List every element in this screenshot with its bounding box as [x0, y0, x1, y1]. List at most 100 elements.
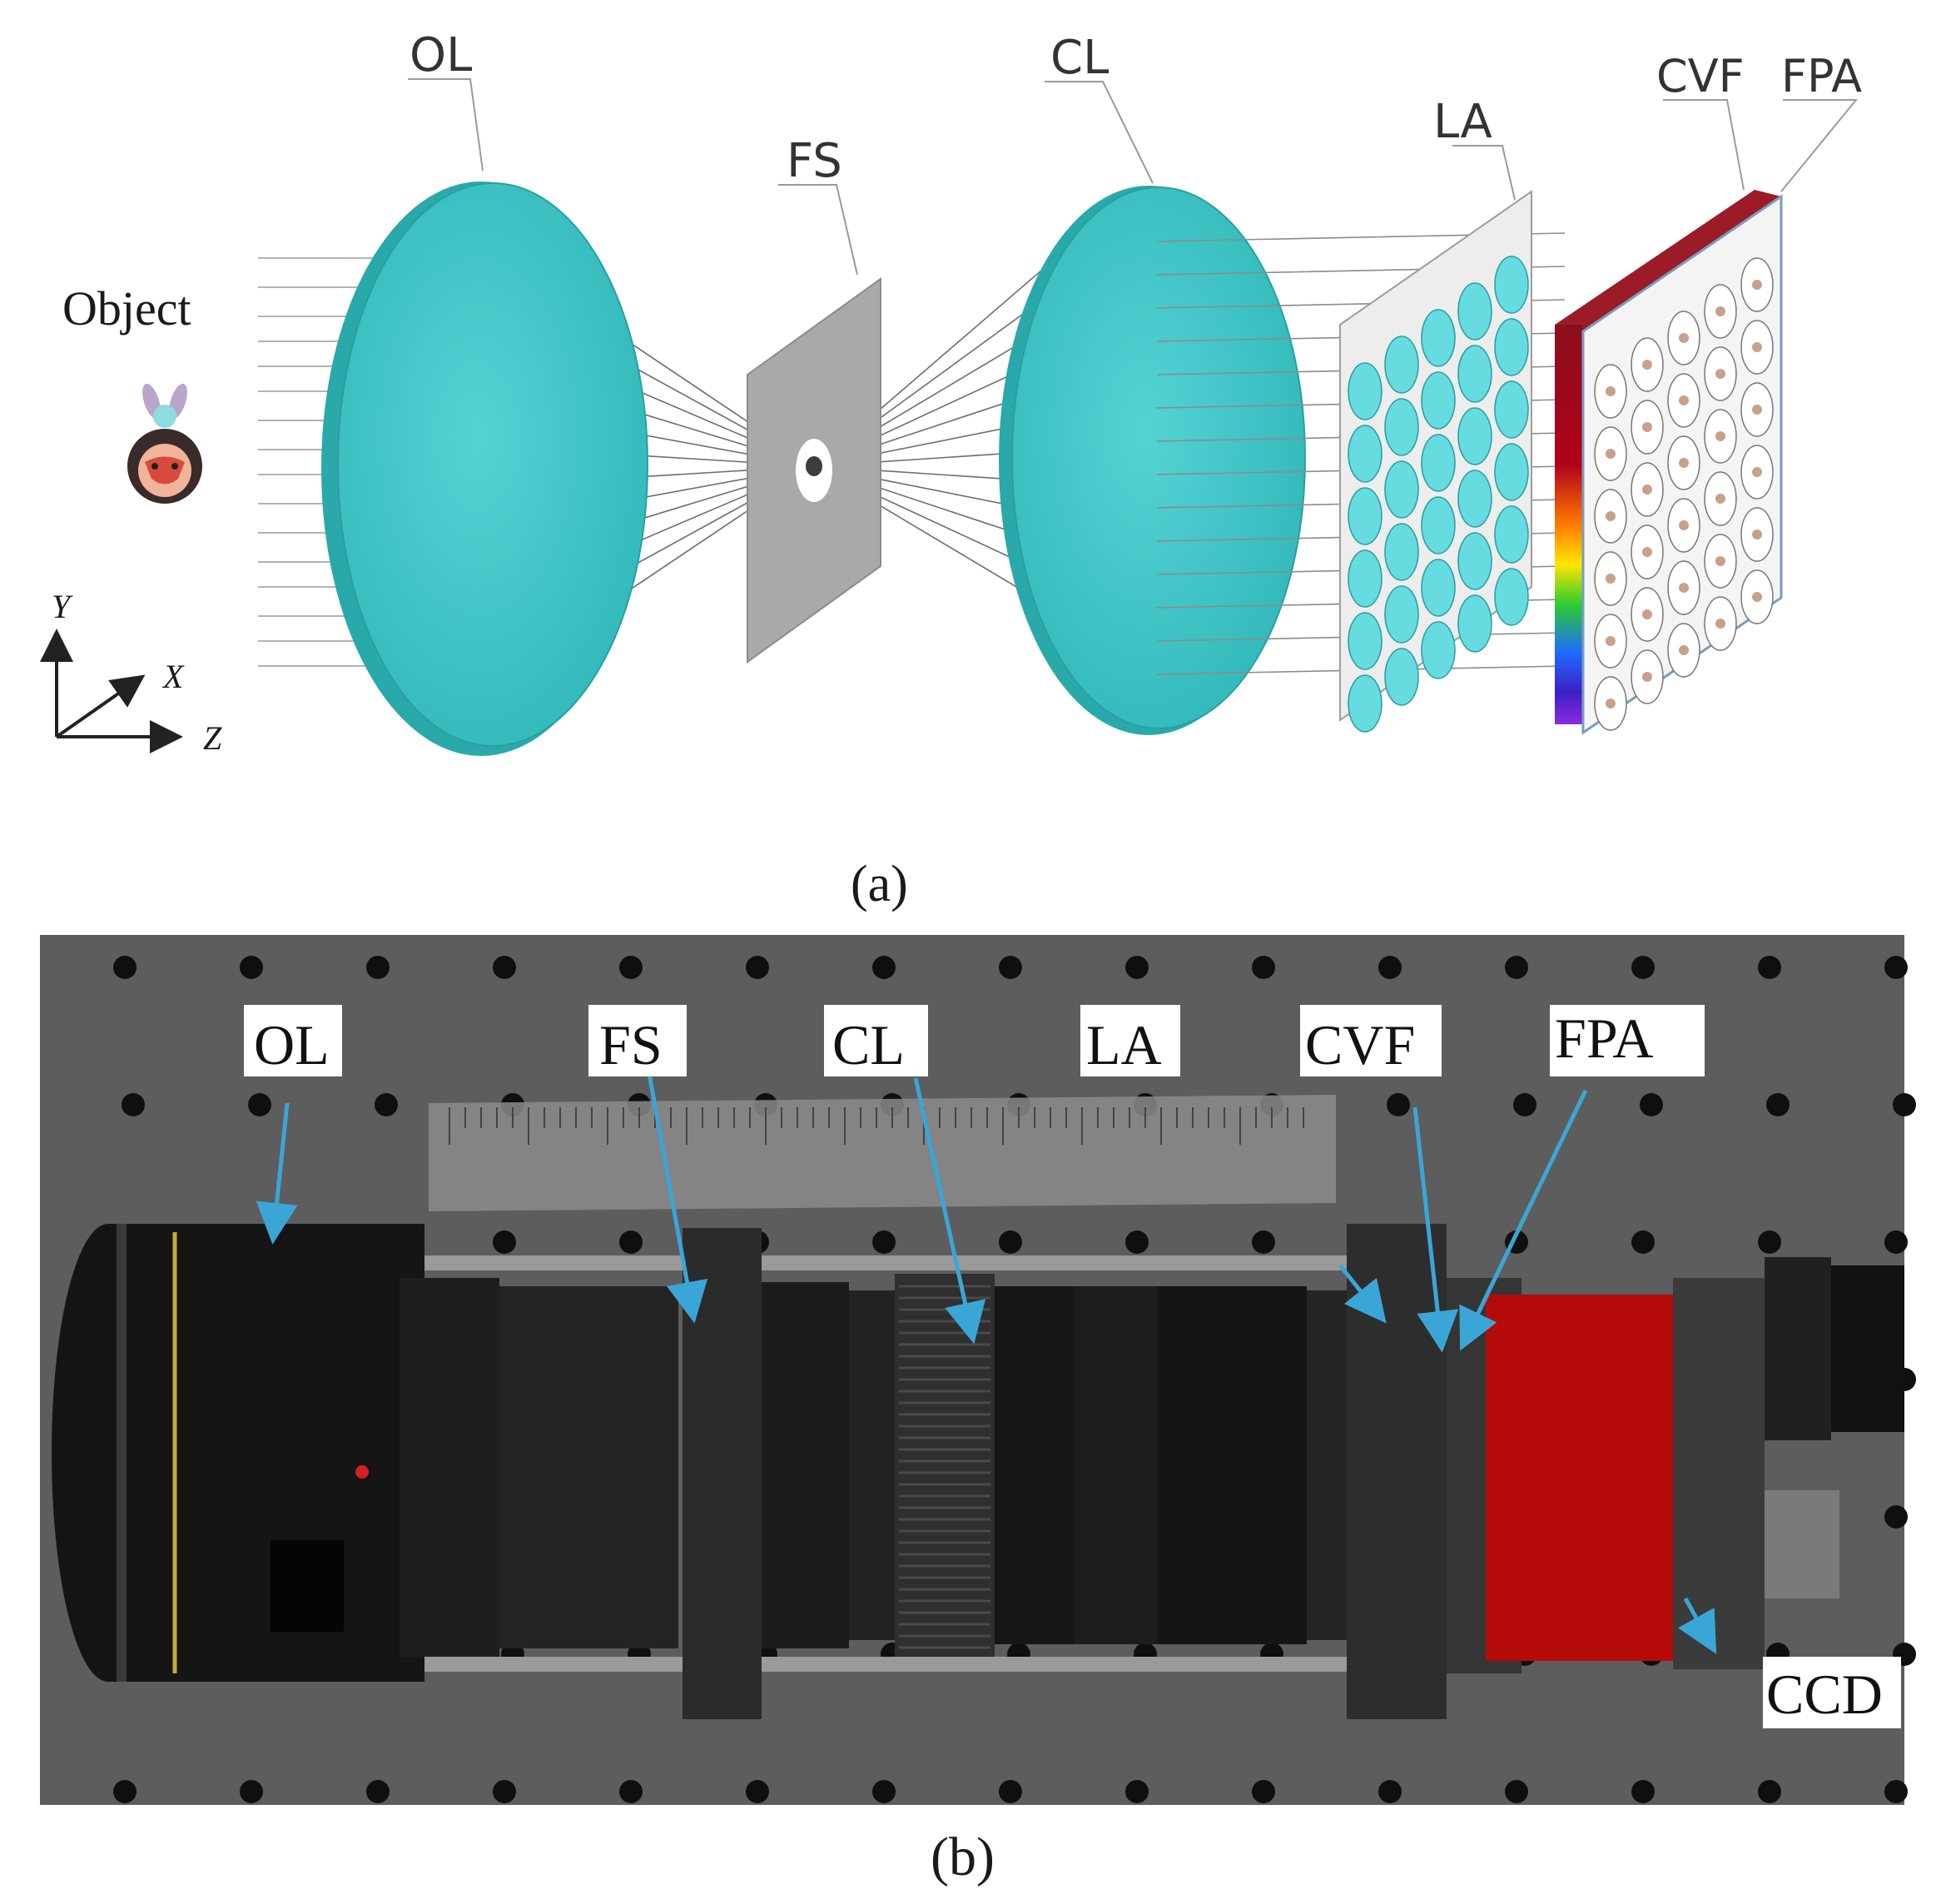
cvf-mount [1347, 1224, 1447, 1719]
plate-hole [1758, 1230, 1781, 1254]
pointer-arrows [256, 1073, 1717, 1654]
plate-hole [248, 1093, 271, 1116]
lenslet [1384, 648, 1419, 706]
photo-label-ccd: CCD [1766, 1663, 1883, 1726]
plate-hole [1758, 956, 1781, 979]
lenslet [1348, 487, 1383, 545]
axis-y-label: Y [52, 588, 73, 625]
lenslet [1348, 425, 1383, 483]
plate-hole [1252, 1780, 1275, 1803]
plate-hole [1505, 956, 1528, 979]
plate-hole [619, 1230, 643, 1254]
fpa-spot [1679, 458, 1689, 468]
fpa-spot [1679, 395, 1689, 405]
plate-hole [113, 956, 137, 979]
fpa-spot [1752, 529, 1762, 539]
lenslet [1384, 460, 1419, 519]
plate-hole [1387, 1093, 1410, 1116]
lenslet [1457, 532, 1492, 590]
fpa-spot [1606, 511, 1616, 521]
lenslet [1421, 371, 1456, 430]
ruler [429, 1095, 1336, 1211]
plate-hole [1252, 1230, 1275, 1254]
fpa-spot [1606, 574, 1616, 584]
rail-bottom [400, 1657, 1382, 1672]
plate-hole [1125, 956, 1149, 979]
photo-label-fpa: FPA [1555, 1007, 1654, 1070]
fpa-spot [1606, 636, 1616, 646]
lenslet [1384, 523, 1419, 581]
fpa-spot [1752, 405, 1762, 415]
fpa-spot [1642, 609, 1652, 619]
plate-hole [375, 1093, 398, 1116]
fpa-spot [1642, 360, 1652, 370]
lenslet [1457, 345, 1492, 403]
plate-hole [1884, 956, 1908, 979]
plate-hole [1125, 1230, 1149, 1254]
plate-hole [113, 1780, 137, 1803]
lenslet [1348, 674, 1383, 733]
plate-hole [1640, 1093, 1663, 1116]
label-ol: OL [410, 28, 472, 82]
lenslet [1421, 621, 1456, 679]
plate-hole [240, 956, 263, 979]
label-object: Object [62, 281, 191, 336]
plate-hole [1758, 1780, 1781, 1803]
plate-hole [240, 1780, 263, 1803]
lenslet [1494, 443, 1529, 501]
collimating-lens-barrel [762, 1274, 1353, 1657]
fpa-spot [1752, 342, 1762, 352]
plate-hole [366, 956, 390, 979]
fpa-spot [1715, 556, 1725, 566]
lenslet [1494, 318, 1529, 376]
fpa-spot [1715, 431, 1725, 441]
system-photo: OL FS CL LA CVF FPA CCD (b) [40, 935, 1916, 1887]
fpa-spot [1752, 592, 1762, 602]
plate-hole [872, 1780, 896, 1803]
photo-label-la: LA [1086, 1013, 1162, 1076]
plate-hole [1884, 1505, 1908, 1529]
circular-variable-filter [1555, 190, 1781, 724]
fpa-spot [1679, 520, 1689, 530]
lenslet [1457, 594, 1492, 653]
plate-hole [999, 956, 1022, 979]
lenslet [1348, 549, 1383, 608]
fpa-spot [1642, 547, 1652, 557]
fpa-spot [1606, 386, 1616, 396]
fpa-spot [1679, 645, 1689, 655]
lenslet [1384, 398, 1419, 456]
fpa-spot [1642, 672, 1652, 682]
rail-top [400, 1255, 1382, 1270]
lenslet [1421, 309, 1456, 367]
lenslet [1494, 568, 1529, 626]
plate-hole [1252, 956, 1275, 979]
plate-hole [1631, 956, 1655, 979]
plate-hole [1631, 1780, 1655, 1803]
lenslet [1384, 336, 1419, 394]
fpa-spot [1752, 280, 1762, 290]
lenslet [1421, 559, 1456, 617]
fpa-spot [1752, 467, 1762, 477]
plate-hole [999, 1230, 1022, 1254]
lenslet [1457, 470, 1492, 528]
axis-x-label: X [161, 658, 185, 695]
label-cvf: CVF [1656, 50, 1745, 102]
caption-a: (a) [851, 856, 908, 912]
lenslet [1384, 585, 1419, 644]
plate-hole [1884, 1780, 1908, 1803]
ccd-camera [1447, 1257, 1904, 1673]
fpa-spot [1715, 369, 1725, 379]
focal-plane-array [1581, 194, 1783, 735]
photo-label-ol: OL [254, 1013, 330, 1076]
fpa-spot [1606, 698, 1616, 708]
coordinate-axes [40, 629, 183, 753]
plate-hole [1505, 1780, 1528, 1803]
label-cl: CL [1050, 31, 1109, 85]
field-stop [747, 277, 881, 664]
collimating-lens [999, 186, 1306, 735]
plate-hole [1378, 1780, 1402, 1803]
lenslet [1457, 282, 1492, 341]
fpa-spot [1679, 583, 1689, 593]
fpa-spot [1606, 449, 1616, 459]
plate-hole [493, 1230, 516, 1254]
